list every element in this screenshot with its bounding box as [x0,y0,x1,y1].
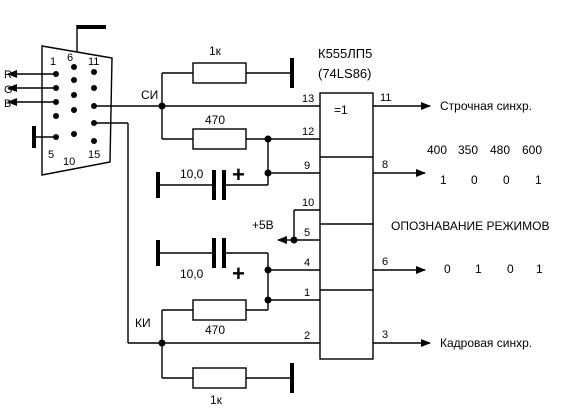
chip-name-en: (74LS86) [318,66,371,81]
pin-8 [71,92,77,98]
pin-5 [53,134,59,140]
output-labels: Строчная синхр. Кадровая синхр. 400 350 … [391,99,550,350]
signal-label-r: R [4,69,12,81]
pin-12 [91,85,97,91]
pin-label-11: 11 [88,56,99,68]
pin-7 [71,77,77,83]
pin-in-9: 9 [304,160,310,172]
mode-row2-cell: 0 [507,262,514,276]
cap-bottom-label: 10,0 [180,267,204,281]
pin-in-4: 4 [304,257,310,269]
resistor-top-label: 1к [209,44,222,58]
vsync-output-label: Кадровая синхр. [440,336,532,350]
mode-row1-cell: 0 [471,173,478,187]
resistor-470-h-label: 470 [205,113,225,127]
hsync-output-label: Строчная синхр. [440,99,532,113]
signal-label-g: G [4,84,13,96]
vsync-network: 10,0 + КИ 470 1к [94,122,320,407]
pin-out-8: 8 [382,159,388,171]
gate-symbol: =1 [334,103,348,117]
pin-15 [91,138,97,144]
resistor-bottom-label: 1к [210,393,223,407]
mode-row1-cell: 1 [440,173,447,187]
pin-label-15: 15 [88,149,100,161]
mode-row2-cell: 0 [444,262,451,276]
mode-row1-cell: 1 [535,173,542,187]
mode-row1-cell: 0 [503,173,510,187]
resistor-1k-bottom [192,367,247,389]
pin-9 [71,107,77,113]
mode-header-480: 480 [490,143,510,157]
resistor-470-v-label: 470 [205,323,225,337]
pin-10 [71,131,77,137]
mode-header-400: 400 [427,143,447,157]
pin-6 [71,64,77,70]
cap-bottom-plus: + [232,261,245,286]
vcc-network: +5В [252,209,320,244]
chip-body [319,92,374,360]
mode-row2-cell: 1 [475,262,482,276]
mode-row2-cell: 1 [536,262,543,276]
hsync-network: СИ 1к 470 10,0 + [94,44,320,200]
resistor-1k-top [192,62,247,84]
mode-header-350: 350 [458,143,478,157]
mode-header-600: 600 [522,143,542,157]
pin-label-6: 6 [67,52,73,64]
pin-label-1: 1 [50,56,56,68]
pin-in-1: 1 [304,287,310,299]
pin-in-12: 12 [302,126,314,138]
pin-4 [53,113,59,119]
pin-out-11: 11 [380,92,391,104]
hsync-label: СИ [141,88,158,102]
pin-label-10: 10 [63,156,75,168]
cap-top-plus: + [232,162,245,187]
pin-in-2: 2 [304,330,310,342]
pin-in-10: 10 [302,197,314,209]
cap-top-label: 10,0 [180,167,204,181]
resistor-470-vsync [192,299,247,321]
connector-shell [41,45,113,176]
vcc-label: +5В [252,218,274,232]
pin-out-3: 3 [382,329,388,341]
chip-k555lp5: К555ЛП5 (74LS86) =1 13 12 9 10 5 4 1 2 1… [302,46,431,360]
resistor-470-hsync [192,128,247,150]
signal-label-b: B [4,98,11,110]
mode-title: ОПОЗНАВАНИЕ РЕЖИМОВ [391,219,550,233]
pin-out-6: 6 [382,256,388,268]
vga-connector: 1 6 11 5 10 15 R G B [4,25,113,176]
pin-in-5: 5 [304,227,310,239]
chip-name: К555ЛП5 [318,46,372,61]
pin-label-5: 5 [48,149,54,161]
pin-11 [91,69,97,75]
vsync-label: КИ [135,316,151,330]
pin-in-13: 13 [302,93,314,105]
